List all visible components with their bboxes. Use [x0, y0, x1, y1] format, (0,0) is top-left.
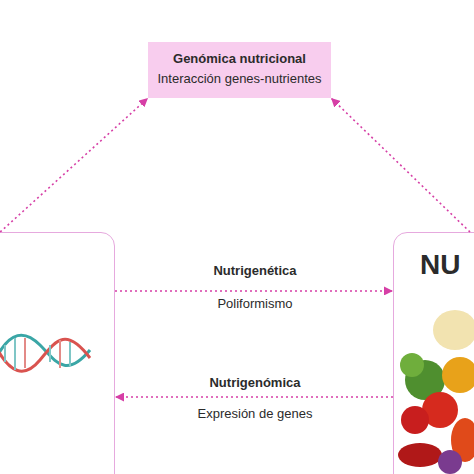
dotted-arrow [331, 98, 470, 232]
dotted-arrow [115, 290, 393, 292]
relation-label: Expresión de genes [155, 406, 355, 421]
genes-box [0, 232, 115, 474]
dotted-arrow [0, 98, 148, 232]
dotted-arrow [115, 396, 393, 398]
relation-label: Poliformismo [155, 296, 355, 311]
node-heading: Genómica nutricional [148, 51, 331, 66]
edge-label: Nutrigenética [155, 263, 355, 278]
edge-label: Nutrigenómica [155, 375, 355, 390]
concept-box: Genómica nutricionalInteracción genes-nu… [148, 42, 331, 98]
nutrients-box: NU [393, 232, 474, 474]
node-body: Interacción genes-nutrientes [148, 71, 331, 86]
node-heading: NU [420, 249, 474, 281]
